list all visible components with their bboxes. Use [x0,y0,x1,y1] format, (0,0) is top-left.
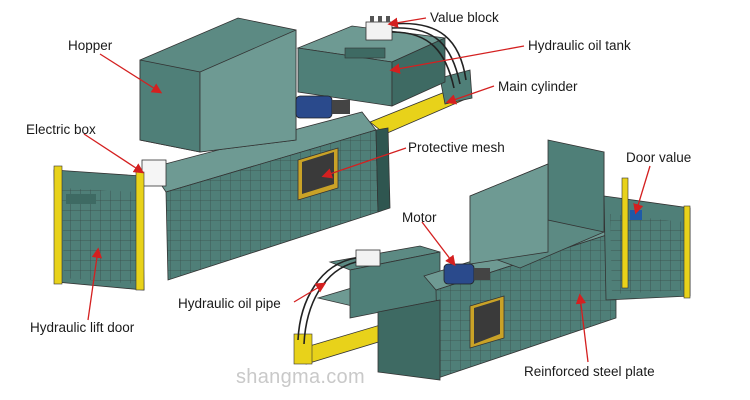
label-hydraulic-lift-door: Hydraulic lift door [30,320,135,335]
label-motor: Motor [402,210,437,225]
arrow-door-value [633,165,651,215]
label-hydraulic-oil-pipe: Hydraulic oil pipe [178,296,281,311]
baler-machine-left [53,16,473,291]
arrow-hydraulic-oil-pipe [293,282,327,303]
arrow-electric-box [83,133,145,174]
value-block-left [365,16,393,41]
arrow-reinforced-steel-plate [575,293,589,363]
label-door-value: Door value [626,150,692,165]
label-value-block: Value block [430,10,499,25]
motor-right [443,263,490,285]
label-main-cylinder: Main cylinder [498,79,578,94]
protective-mesh-right [469,295,505,349]
arrow-value-block [387,17,427,28]
motor-left [295,95,350,119]
label-electric-box: Electric box [26,122,96,137]
label-protective-mesh: Protective mesh [408,140,505,155]
label-hydraulic-oil-tank: Hydraulic oil tank [528,38,631,53]
arrow-hydraulic-oil-tank [389,45,525,74]
discharge-door-right [603,177,691,301]
electric-box-left [141,159,167,187]
arrow-main-cylinder [445,85,495,105]
label-reinforced-steel-plate: Reinforced steel plate [524,364,655,379]
hydraulic-oil-tank-left [296,25,447,107]
hopper-left [139,17,297,153]
baler-machine-right [293,139,691,381]
hydraulic-hoses-left [391,22,467,89]
value-block-right [355,249,381,267]
hopper-right [469,139,605,269]
hydraulic-lift-door-left [53,165,145,291]
arrow-hydraulic-lift-door [87,247,103,321]
arrow-hopper [99,53,163,94]
arrow-motor [421,221,456,267]
watermark: shangma.com [236,366,365,388]
label-hopper: Hopper [68,38,113,53]
callout-arrows [83,17,651,363]
protective-mesh-left [297,147,339,201]
arrow-protective-mesh [321,147,407,179]
